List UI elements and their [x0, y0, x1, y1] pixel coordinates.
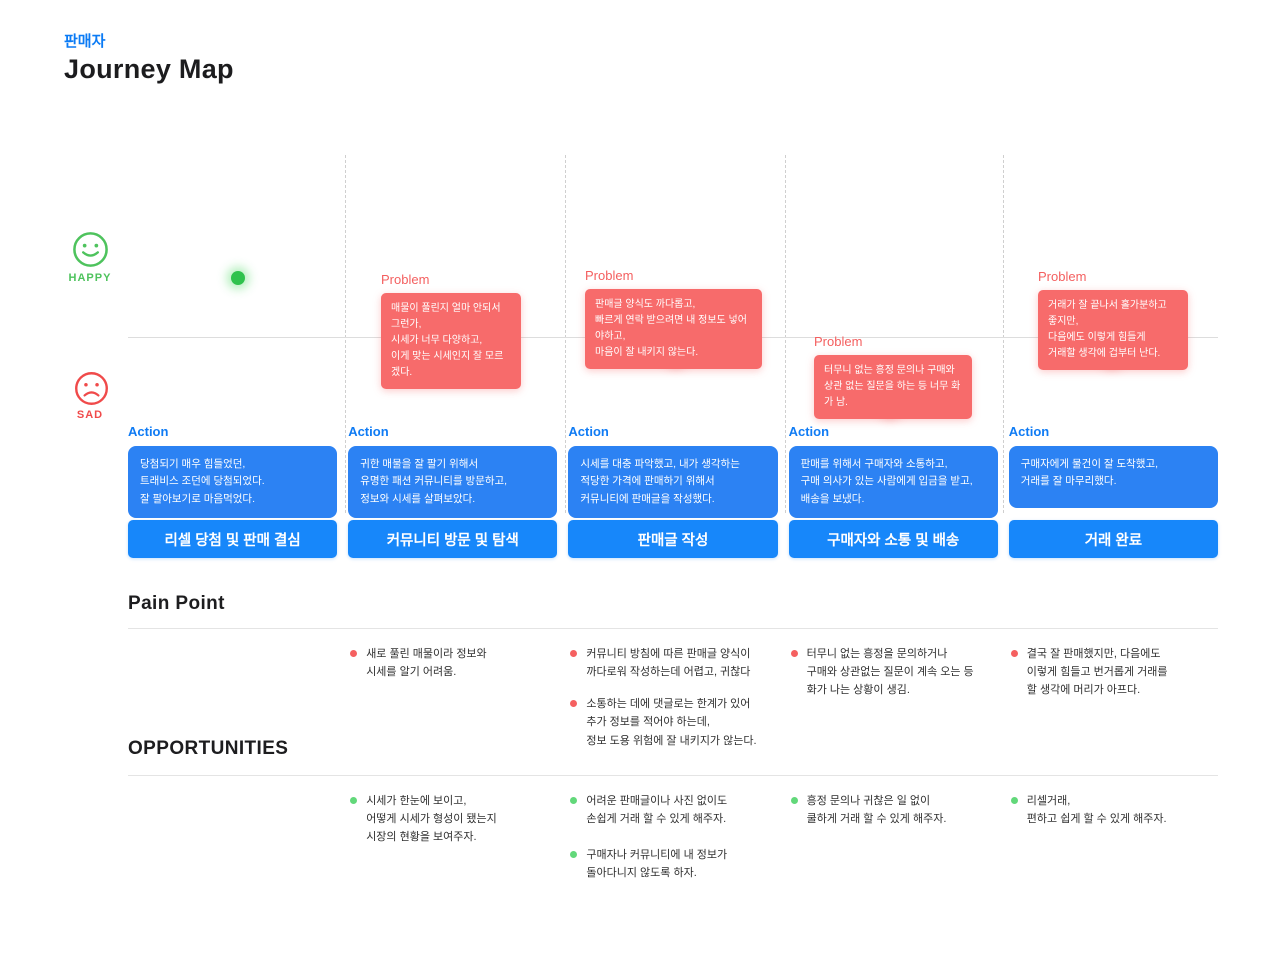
action-text: 귀한 매물을 잘 팔기 위해서 유명한 패션 커뮤니티를 방문하고, 정보와 시…: [348, 446, 558, 518]
problem-label: Problem: [1038, 269, 1087, 284]
emotion-dot-stage-1: [231, 271, 245, 285]
page-title: Journey Map: [64, 54, 234, 84]
stage-button-3[interactable]: 판매글 작성: [568, 520, 778, 558]
opportunity-text: 리셀거래, 편하고 쉽게 할 수 있게 해주자.: [1026, 795, 1167, 826]
pain-point-item: 결국 잘 판매했지만, 다음에도 이렇게 힘들고 번거롭게 거래를 할 생각에 …: [1009, 645, 1218, 699]
opportunity-cell-stage-3: 어려운 판매글이나 사진 없이도 손쉽게 거래 할 수 있게 해주자. 구매자나…: [568, 792, 777, 901]
opportunities-title: OPPORTUNITIES: [128, 738, 289, 759]
problem-label: Problem: [585, 268, 634, 283]
action-label: Action: [128, 424, 169, 439]
happy-axis-label: HAPPY: [68, 272, 112, 284]
pain-point-item: 커뮤니티 방침에 따른 판매글 양식이 까다로워 작성하는데 어렵고, 귀찮다: [568, 645, 777, 681]
problem-text: 판매글 양식도 까다롭고, 빠르게 연락 받으려면 내 정보도 넣어야하고, 마…: [585, 289, 762, 369]
opportunity-cell-stage-2: 시세가 한눈에 보이고, 어떻게 시세가 형성이 됐는지 시장의 현황을 보여주…: [348, 792, 557, 901]
sad-face-icon: [73, 370, 110, 412]
action-row: Action 당첨되기 매우 힘들었던, 트래비스 조던에 당첨되었다. 잘 팔…: [128, 424, 1218, 518]
problem-label: Problem: [814, 334, 863, 349]
problem-callout-stage-2: Problem 매물이 풀린지 얼마 안되서 그런가, 시세가 너무 다양하고,…: [381, 272, 521, 389]
action-text: 당첨되기 매우 힘들었던, 트래비스 조던에 당첨되었다. 잘 팔아보기로 마음…: [128, 446, 338, 518]
pain-point-text: 커뮤니티 방침에 따른 판매글 양식이 까다로워 작성하는데 어렵고, 귀찮다: [586, 648, 751, 679]
stage-button-row: 리셀 당첨 및 판매 결심 커뮤니티 방문 및 탐색 판매글 작성 구매자와 소…: [128, 520, 1218, 558]
opportunity-item: 흥정 문의나 귀찮은 일 없이 쿨하게 거래 할 수 있게 해주자.: [789, 792, 998, 828]
stage-button-5[interactable]: 거래 완료: [1008, 520, 1218, 558]
section-divider: [128, 775, 1218, 776]
pain-cell-stage-5: 결국 잘 판매했지만, 다음에도 이렇게 힘들고 번거롭게 거래를 할 생각에 …: [1009, 645, 1218, 764]
action-label: Action: [1008, 424, 1050, 439]
pain-point-item: 새로 풀린 매물이라 정보와 시세를 알기 어려움.: [348, 645, 557, 681]
section-divider: [128, 628, 1218, 629]
stage-button-2[interactable]: 커뮤니티 방문 및 탐색: [348, 520, 558, 558]
pain-bullet-icon: [790, 650, 798, 657]
action-cell-stage-3: Action 시세를 대충 파악했고, 내가 생각하는 적당한 가격에 판매하기…: [568, 424, 778, 518]
pain-point-text: 소통하는 데에 댓글로는 한계가 있어 추가 정보를 적어야 하는데, 정보 도…: [586, 698, 757, 747]
pain-point-item: 소통하는 데에 댓글로는 한계가 있어 추가 정보를 적어야 하는데, 정보 도…: [568, 695, 777, 749]
pain-point-text: 새로 풀린 매물이라 정보와 시세를 알기 어려움.: [366, 648, 487, 679]
opportunity-text: 시세가 한눈에 보이고, 어떻게 시세가 형성이 됐는지 시장의 현황을 보여주…: [366, 795, 497, 844]
pain-point-text: 결국 잘 판매했지만, 다음에도 이렇게 힘들고 번거롭게 거래를 할 생각에 …: [1026, 648, 1168, 697]
problem-label: Problem: [381, 272, 430, 287]
opportunity-item: 구매자나 커뮤니티에 내 정보가 돌아다니지 않도록 하자.: [568, 846, 777, 882]
opportunity-text: 구매자나 커뮤니티에 내 정보가 돌아다니지 않도록 하자.: [586, 849, 728, 880]
problem-text: 매물이 풀린지 얼마 안되서 그런가, 시세가 너무 다양하고, 이게 맞는 시…: [381, 293, 521, 389]
problem-text: 터무니 없는 흥정 문의나 구매와 상관 없는 질문을 하는 등 너무 화가 남…: [814, 355, 972, 419]
pain-cell-stage-4: 터무니 없는 흥정을 문의하거나 구매와 상관없는 질문이 계속 오는 등 화가…: [789, 645, 998, 764]
opportunity-cell-stage-1: [128, 792, 337, 901]
pain-cell-stage-3: 커뮤니티 방침에 따른 판매글 양식이 까다로워 작성하는데 어렵고, 귀찮다 …: [568, 645, 777, 764]
pain-point-item: 터무니 없는 흥정을 문의하거나 구매와 상관없는 질문이 계속 오는 등 화가…: [789, 645, 998, 699]
action-text: 구매자에게 물건이 잘 도착했고, 거래를 잘 마무리했다.: [1008, 446, 1218, 508]
action-label: Action: [348, 424, 389, 439]
action-label: Action: [568, 424, 609, 439]
opportunity-bullet-icon: [790, 797, 798, 804]
sad-axis-label: SAD: [76, 409, 104, 421]
opportunity-text: 어려운 판매글이나 사진 없이도 손쉽게 거래 할 수 있게 해주자.: [586, 795, 728, 826]
opportunity-item: 시세가 한눈에 보이고, 어떻게 시세가 형성이 됐는지 시장의 현황을 보여주…: [348, 792, 557, 846]
pain-point-text: 터무니 없는 흥정을 문의하거나 구매와 상관없는 질문이 계속 오는 등 화가…: [806, 648, 974, 697]
pain-bullet-icon: [350, 650, 358, 657]
column-divider: [565, 155, 566, 513]
opportunity-item: 어려운 판매글이나 사진 없이도 손쉽게 거래 할 수 있게 해주자.: [568, 792, 777, 828]
column-divider: [785, 155, 786, 513]
opportunity-bullet-icon: [570, 851, 578, 859]
opportunity-cell-stage-4: 흥정 문의나 귀찮은 일 없이 쿨하게 거래 할 수 있게 해주자.: [789, 792, 998, 901]
column-divider: [345, 155, 346, 513]
stage-button-4[interactable]: 구매자와 소통 및 배송: [788, 520, 998, 558]
opportunity-bullet-icon: [1010, 797, 1018, 804]
category-label: 판매자: [64, 33, 106, 50]
action-cell-stage-2: Action 귀한 매물을 잘 팔기 위해서 유명한 패션 커뮤니티를 방문하고…: [348, 424, 558, 518]
action-label: Action: [788, 424, 830, 439]
problem-callout-stage-5: Problem 거래가 잘 끝나서 홀가분하고 좋지만, 다음에도 이렇게 힘들…: [1038, 269, 1188, 370]
column-divider: [1003, 155, 1004, 513]
problem-callout-stage-3: Problem 판매글 양식도 까다롭고, 빠르게 연락 받으려면 내 정보도 …: [585, 268, 762, 369]
stage-button-1[interactable]: 리셀 당첨 및 판매 결심: [128, 520, 338, 558]
opportunity-cell-stage-5: 리셀거래, 편하고 쉽게 할 수 있게 해주자.: [1009, 792, 1218, 901]
pain-bullet-icon: [1010, 650, 1018, 657]
happy-face-icon: [71, 230, 110, 274]
action-text: 시세를 대충 파악했고, 내가 생각하는 적당한 가격에 판매하기 위해서 커뮤…: [568, 446, 778, 518]
action-text: 판매를 위해서 구매자와 소통하고, 구매 의사가 있는 사람에게 입금을 받고…: [788, 446, 998, 518]
action-cell-stage-5: Action 구매자에게 물건이 잘 도착했고, 거래를 잘 마무리했다.: [1008, 424, 1218, 518]
opportunity-bullet-icon: [350, 797, 358, 804]
problem-callout-stage-4: Problem 터무니 없는 흥정 문의나 구매와 상관 없는 질문을 하는 등…: [814, 334, 972, 419]
pain-bullet-icon: [570, 700, 578, 708]
problem-text: 거래가 잘 끝나서 홀가분하고 좋지만, 다음에도 이렇게 힘들게 거래할 생각…: [1038, 290, 1188, 370]
opportunity-bullet-icon: [570, 797, 578, 804]
opportunity-item: 리셀거래, 편하고 쉽게 할 수 있게 해주자.: [1009, 792, 1218, 828]
opportunities-row: 시세가 한눈에 보이고, 어떻게 시세가 형성이 됐는지 시장의 현황을 보여주…: [128, 792, 1218, 901]
pain-bullet-icon: [570, 650, 578, 657]
opportunity-text: 흥정 문의나 귀찮은 일 없이 쿨하게 거래 할 수 있게 해주자.: [806, 795, 947, 826]
action-cell-stage-4: Action 판매를 위해서 구매자와 소통하고, 구매 의사가 있는 사람에게…: [788, 424, 998, 518]
pain-cell-stage-2: 새로 풀린 매물이라 정보와 시세를 알기 어려움.: [348, 645, 557, 764]
action-cell-stage-1: Action 당첨되기 매우 힘들었던, 트래비스 조던에 당첨되었다. 잘 팔…: [128, 424, 338, 518]
pain-point-title: Pain Point: [128, 593, 225, 614]
pain-point-row: 새로 풀린 매물이라 정보와 시세를 알기 어려움. 커뮤니티 방침에 따른 판…: [128, 645, 1218, 764]
